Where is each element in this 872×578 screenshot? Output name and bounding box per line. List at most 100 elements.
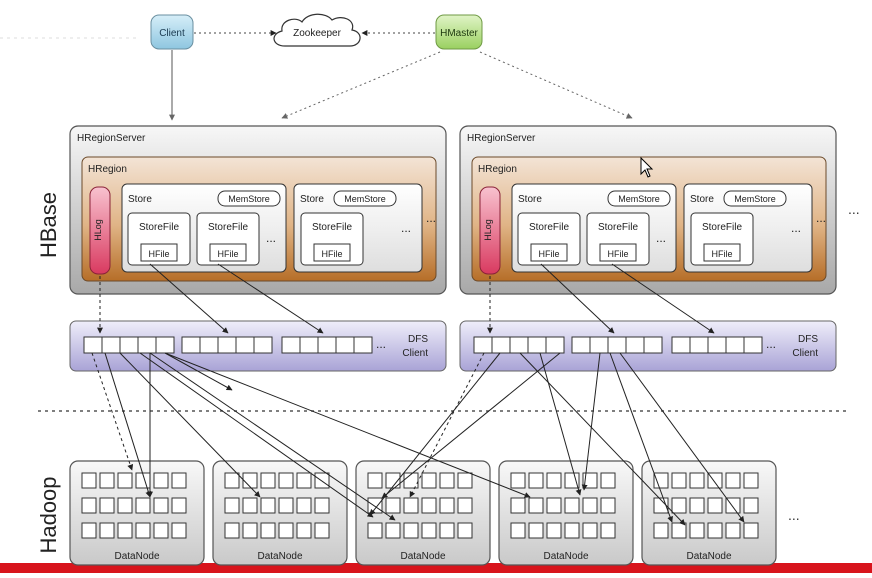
storage-block [439,472,455,489]
storage-block [403,472,419,489]
storage-block [510,497,526,514]
block-cell [643,336,663,354]
storage-block [153,522,169,539]
storage-block [403,497,419,514]
storage-block [457,472,473,489]
storage-block [260,497,276,514]
datanode-1: DataNode [69,460,205,566]
memstore-box [333,190,397,207]
replication-link [91,352,134,471]
replication-link [381,352,561,499]
storage-block [421,472,437,489]
storage-block [707,522,723,539]
storefile-ellipsis: ... [656,231,666,245]
hfile-label: HFile [148,249,169,259]
hfile-label: HFile [321,249,342,259]
hlog-box [89,186,111,275]
storage-block [135,497,151,514]
storage-block [171,522,187,539]
storage-block [99,522,115,539]
block-cell [589,336,609,354]
storage-block [707,472,723,489]
storage-block [278,472,294,489]
storage-block [528,472,544,489]
storage-block [546,472,562,489]
block-cell [743,336,763,354]
datanode-3: DataNode [355,460,491,566]
block-cell [571,336,591,354]
storage-block [242,497,258,514]
datanode-row-ellipsis: ... [788,507,800,523]
storage-block [457,497,473,514]
storage-block [314,522,330,539]
memstore-label: MemStore [734,194,776,204]
storage-block [689,472,705,489]
replication-link [149,352,396,521]
storage-block [153,472,169,489]
store-label: Store [128,194,152,205]
storefile-ellipsis: ... [791,221,801,235]
block-cell [317,336,337,354]
hfile-box [703,243,741,262]
block-cell [671,336,691,354]
zookeeper-node: Zookeeper [273,13,361,47]
storage-block [725,522,741,539]
storage-block [314,497,330,514]
hregion-label: HRegion [88,164,127,175]
region-server-title: HRegionServer [77,133,146,144]
storage-block [278,522,294,539]
block-cell [101,336,121,354]
storage-block [564,497,580,514]
storefile-label: StoreFile [208,222,248,233]
storage-block [421,497,437,514]
storage-block [99,497,115,514]
storage-block [510,472,526,489]
block-cell [527,336,547,354]
store-ellipsis: ... [426,211,436,225]
storage-block [385,472,401,489]
block-cell [689,336,709,354]
storage-block [296,522,312,539]
hfile-label: HFile [538,249,559,259]
block-cell [509,336,529,354]
storage-block [600,497,616,514]
hfile-box [599,243,637,262]
datanode-2: DataNode [212,460,348,566]
storage-block [582,472,598,489]
block-cell [155,336,175,354]
dfs-client-label-line2: Client [792,348,818,359]
datanode-label: DataNode [400,551,445,562]
storage-block [564,472,580,489]
hmaster-label: HMaster [440,28,478,39]
cursor-icon [640,156,654,178]
memstore-label: MemStore [228,194,270,204]
storage-block [546,497,562,514]
memstore-label: MemStore [618,194,660,204]
storage-block [385,497,401,514]
region-server-title: HRegionServer [467,133,536,144]
storage-block [117,497,133,514]
storage-block [224,472,240,489]
block-cell [119,336,139,354]
footer-band [0,563,872,573]
block-cell [335,336,355,354]
block-cell [725,336,745,354]
datanode-4: DataNode [498,460,634,566]
replication-link [581,352,601,491]
hlog-box [479,186,501,275]
storage-block [743,522,759,539]
storage-block [653,522,669,539]
storage-block [743,497,759,514]
storage-block [81,472,97,489]
datanode-label: DataNode [257,551,302,562]
storage-block [296,497,312,514]
storefile-label: StoreFile [529,222,569,233]
block-ellipsis: ... [766,337,776,351]
storefile-label: StoreFile [598,222,638,233]
replication-link [139,352,374,518]
storage-block [546,522,562,539]
